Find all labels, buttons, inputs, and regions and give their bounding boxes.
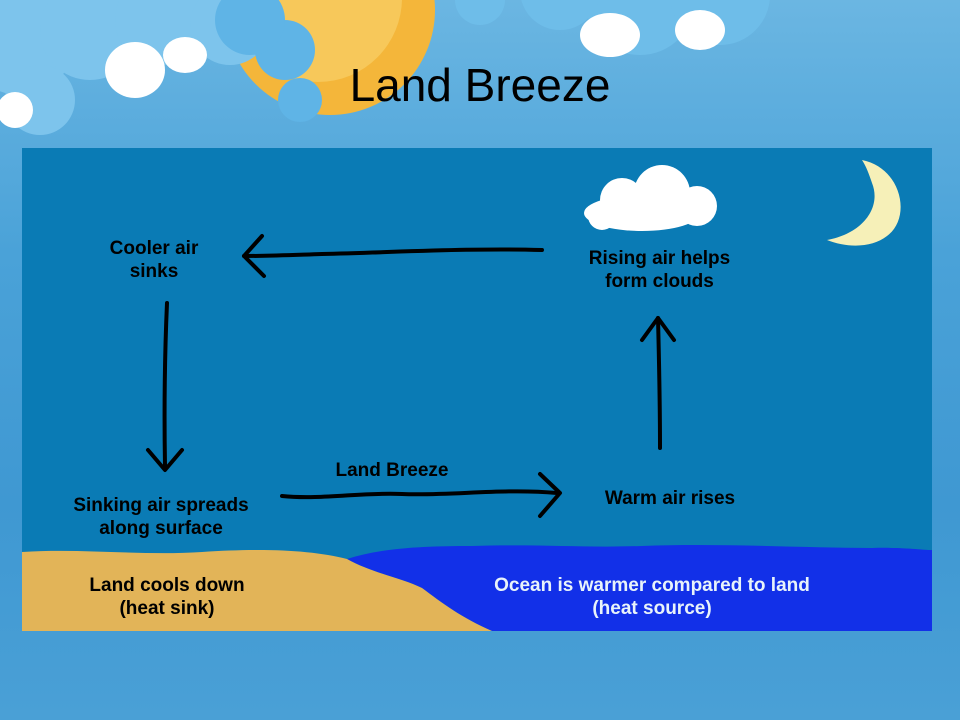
cloud-icon (584, 165, 717, 231)
decorative-header (0, 0, 770, 135)
cloud-decoration-left-highlight (0, 37, 207, 128)
arrow-down (162, 301, 169, 468)
label-ocean: Ocean is warmer compared to land (heat s… (494, 575, 810, 619)
slide-title: Land Breeze (349, 59, 611, 111)
cloud-decoration-sun-overlap (215, 0, 322, 122)
label-cooler-air: Cooler air sinks (109, 238, 199, 282)
arrow-top-left (242, 247, 544, 258)
diagram-artwork (22, 160, 932, 631)
label-land: Land cools down (heat sink) (89, 575, 245, 619)
label-land-breeze: Land Breeze (335, 460, 449, 481)
land-breeze-diagram: Cooler air sinks Rising air helps form c… (22, 148, 932, 631)
ocean-area (347, 545, 932, 631)
label-rising-air: Rising air helps form clouds (588, 248, 731, 292)
arrow-up (656, 316, 662, 450)
cloud-decoration-right-highlight (580, 10, 725, 57)
arrow-land-breeze-head (538, 472, 562, 518)
arrow-icon (146, 234, 676, 518)
arrow-top-left-head (242, 234, 266, 278)
arrow-land-breeze (280, 489, 559, 500)
crescent-moon-icon (827, 160, 901, 246)
label-warm-air: Warm air rises (604, 488, 736, 509)
arrow-down-head (146, 448, 184, 472)
arrow-up-head (640, 316, 676, 342)
label-sinking-air: Sinking air spreads along surface (73, 495, 249, 539)
land-area (22, 550, 492, 631)
